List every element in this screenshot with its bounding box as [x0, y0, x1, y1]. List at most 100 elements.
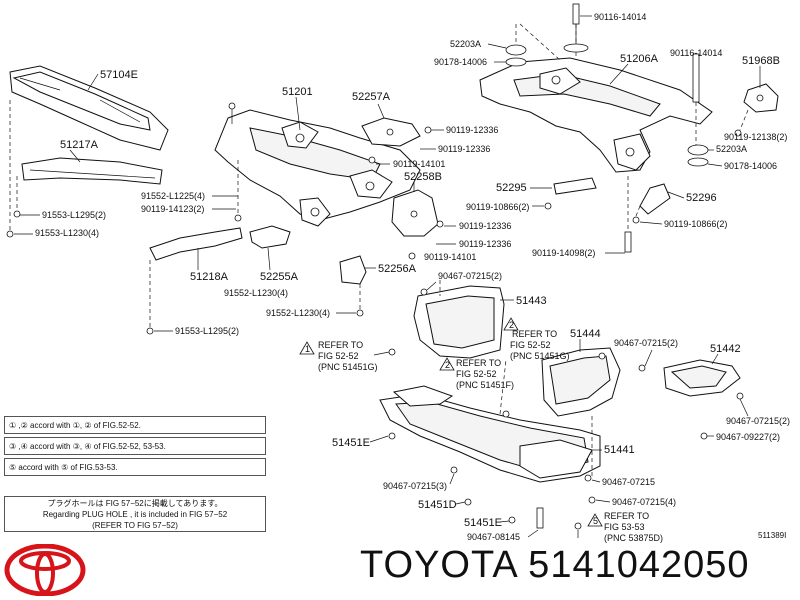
refer-1-line3: (PNC 51451G)	[318, 362, 378, 372]
refer-3-line2: FIG 52-52	[456, 369, 497, 379]
refer-marker-3: 2	[439, 357, 455, 371]
legend-row-1: ① ,② accord with ①, ② of FIG.52-52.	[4, 416, 266, 434]
note-line-2: Regarding PLUG HOLE , it is included in …	[42, 510, 228, 519]
refer-3-line1: REFER TO	[456, 358, 501, 368]
label-90467-07215-e: 90467-07215	[602, 477, 655, 487]
label-90119-12336-c: 90119-12336	[459, 221, 511, 231]
refer-1-line2: FIG 52-52	[318, 351, 359, 361]
figure-id: 511389I	[758, 531, 787, 540]
legend-triangle-icon: ⑤	[9, 463, 17, 472]
svg-text:2: 2	[445, 360, 450, 370]
refer-1-line1: REFER TO	[318, 340, 363, 350]
legend-triangle-icon: ① ,②	[9, 421, 28, 430]
label-52203A-top: 52203A	[450, 39, 481, 49]
label-90119-10866-a: 90119-10866(2)	[466, 202, 529, 212]
legend: ① ,② accord with ①, ② of FIG.52-52. ③ ,④…	[4, 416, 266, 479]
refer-marker-4: 5	[587, 513, 603, 527]
brand-part-number: TOYOTA 5141042050	[360, 544, 750, 586]
label-57104E: 57104E	[100, 69, 138, 81]
label-90467-09227: 90467-09227(2)	[716, 432, 780, 442]
label-52257A: 52257A	[352, 91, 391, 103]
bracket-51218A	[149, 227, 243, 261]
label-90467-07215-f: 90467-07215(4)	[612, 497, 676, 507]
label-90119-12336-b: 90119-12336	[438, 144, 490, 154]
label-52295: 52295	[496, 182, 527, 194]
legend-triangle-icon: ⑤	[61, 463, 69, 472]
label-51451D: 51451D	[418, 499, 457, 511]
label-51206A: 51206A	[620, 53, 659, 65]
label-90119-10866-b: 90119-10866(2)	[664, 219, 727, 229]
toyota-logo-icon	[4, 544, 86, 596]
label-91553-L1295-b: 91553-L1295(2)	[175, 326, 239, 336]
label-90119-12336-d: 90119-12336	[459, 239, 511, 249]
cover-51443	[413, 285, 505, 359]
svg-text:1: 1	[305, 344, 310, 354]
plug-hole-note: プラグホールは FIG 57−52に掲載してあります。 Regarding PL…	[4, 496, 266, 532]
label-52296: 52296	[686, 192, 717, 204]
label-90119-12336-a: 90119-12336	[446, 125, 498, 135]
legend-row-3-accord: accord with	[18, 463, 59, 472]
label-51201: 51201	[282, 86, 313, 98]
legend-row-2-accord: accord with	[30, 442, 71, 451]
bracket-52255A	[249, 225, 291, 249]
label-51968B: 51968B	[742, 55, 780, 67]
label-90178-14006-a: 90178-14006	[434, 57, 487, 67]
label-52258B: 52258B	[404, 171, 442, 183]
label-90178-14006-b: 90178-14006	[724, 161, 777, 171]
label-51217A: 51217A	[60, 139, 99, 151]
label-51442: 51442	[710, 343, 741, 355]
cover-51444	[541, 347, 621, 417]
label-51443: 51443	[516, 295, 547, 307]
legend-row-3-of: of FIG.53-53.	[70, 463, 118, 472]
label-91552-L1225: 91552-L1225(4)	[141, 191, 205, 201]
label-90467-07215-d: 90467-07215(3)	[383, 481, 447, 491]
legend-row-2: ③ ,④ accord with ③, ④ of FIG.52-52, 53-5…	[4, 437, 266, 455]
label-90116-14014-a: 90116-14014	[594, 12, 646, 22]
label-90116-14014-b: 90116-14014	[670, 48, 722, 58]
refer-3-line3: (PNC 51451F)	[456, 380, 514, 390]
note-line-1: プラグホールは FIG 57−52に掲載してあります。	[47, 499, 223, 508]
legend-row-3: ⑤ accord with ⑤ of FIG.53-53.	[4, 458, 266, 476]
refer-marker-1: 1	[299, 341, 315, 355]
label-90467-07215-c: 90467-07215(2)	[726, 416, 790, 426]
label-91552-L1230-a: 91552-L1230(4)	[224, 288, 288, 298]
label-90467-08145: 90467-08145	[467, 532, 520, 542]
bracket-51968B	[743, 83, 779, 113]
link-52296	[639, 183, 671, 215]
note-line-3: (REFER TO FIG 57−52)	[92, 521, 178, 530]
cover-51442	[663, 359, 741, 397]
refer-2-line1: REFER TO	[512, 329, 557, 339]
label-91553-L1230: 91553-L1230(4)	[35, 228, 99, 238]
link-52295	[553, 177, 597, 195]
bracket-52256A	[339, 255, 367, 285]
refer-4-line2: FIG 53-53	[604, 522, 645, 532]
refer-marker-2: 2	[503, 317, 519, 331]
refer-4-line1: REFER TO	[604, 511, 649, 521]
label-52203A-bot: 52203A	[716, 144, 747, 154]
legend-triangle-icon: ①, ②	[72, 421, 92, 430]
label-52255A: 52255A	[260, 271, 299, 283]
legend-triangle-icon: ③ ,④	[9, 442, 28, 451]
label-90119-14123: 90119-14123(2)	[141, 204, 204, 214]
label-51218A: 51218A	[190, 271, 229, 283]
refer-2-line2: FIG 52-52	[510, 340, 551, 350]
reinforcement-51217A	[21, 157, 163, 185]
label-90467-07215-a: 90467-07215(2)	[438, 271, 502, 281]
label-51444: 51444	[570, 328, 601, 340]
legend-triangle-icon: ③, ④	[72, 442, 92, 451]
svg-text:5: 5	[593, 516, 598, 526]
label-90119-12138: 90119-12138(2)	[724, 132, 787, 142]
label-91553-L1295-a: 91553-L1295(2)	[42, 210, 106, 220]
legend-row-1-of: of FIG.52-52.	[93, 421, 141, 430]
label-90119-14098: 90119-14098(2)	[532, 248, 595, 258]
undercover-51441	[379, 385, 601, 483]
label-90467-07215-b: 90467-07215(2)	[614, 338, 678, 348]
rear-subframe-51206A	[479, 57, 713, 173]
subframe-51201	[214, 102, 421, 227]
legend-row-2-of: of FIG.52-52, 53-53.	[93, 442, 166, 451]
refer-2-line3: (PNC 51451G)	[510, 351, 570, 361]
mount-52258B	[391, 189, 439, 237]
crossmember-57104E	[9, 65, 169, 151]
mount-52257A	[361, 117, 421, 147]
